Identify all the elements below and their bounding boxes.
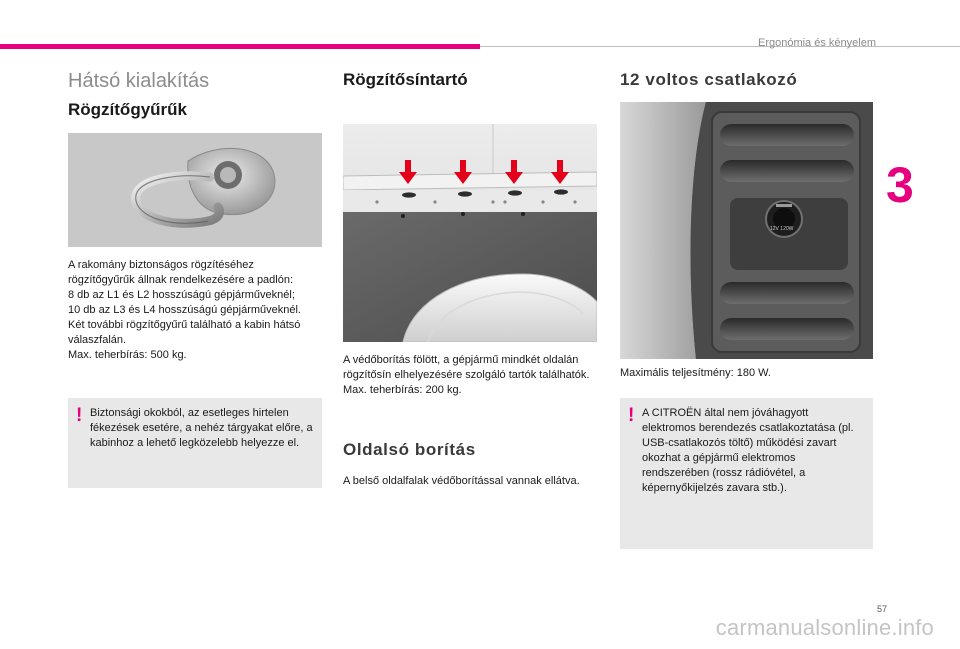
tie-down-ring-image bbox=[68, 133, 322, 247]
chapter-number: 3 bbox=[886, 157, 914, 213]
tie-down-ring-illustration bbox=[68, 133, 322, 247]
heading-12v-socket: 12 voltos csatlakozó bbox=[620, 70, 798, 89]
header-accent-bar bbox=[0, 44, 480, 49]
header-rule bbox=[480, 46, 960, 47]
page-number: 57 bbox=[876, 604, 887, 614]
rail-holder-illustration bbox=[343, 124, 597, 342]
warning-text: A CITROËN által nem jóváhagyott elektrom… bbox=[642, 407, 854, 494]
12v-socket-image: 12V 120W bbox=[620, 102, 873, 359]
heading-side-lining: Oldalsó borítás bbox=[343, 440, 476, 459]
paragraph: 10 db az L3 és L4 hosszúságú gépjárművek… bbox=[68, 304, 301, 316]
section-title: Hátsó kialakítás bbox=[68, 70, 210, 92]
paragraph: Max. teherbírás: 500 kg. bbox=[68, 349, 187, 361]
paragraph: Max. teherbírás: 200 kg. bbox=[343, 384, 462, 396]
12v-socket-description: Maximális teljesítmény: 180 W. bbox=[620, 366, 873, 381]
warning-icon: ! bbox=[628, 405, 635, 426]
rail-holder-description: A védőborítás fölött, a gépjármű mindkét… bbox=[343, 353, 597, 398]
header-title: Ergonómia és kényelem bbox=[757, 37, 876, 49]
watermark: carmanualsonline.info bbox=[715, 615, 934, 640]
paragraph: A rakomány biztonságos rögzítéséhez rögz… bbox=[68, 259, 294, 286]
paragraph: A belső oldalfalak védőborítással vannak… bbox=[343, 475, 580, 487]
warning-box: ! A CITROËN által nem jóváhagyott elektr… bbox=[620, 398, 873, 549]
side-lining-description: A belső oldalfalak védőborítással vannak… bbox=[343, 474, 597, 489]
rail-holder-image bbox=[343, 124, 597, 342]
warning-box: ! Biztonsági okokból, az esetleges hirte… bbox=[68, 398, 322, 488]
socket-label: 12V 120W bbox=[770, 226, 794, 232]
paragraph: Maximális teljesítmény: 180 W. bbox=[620, 367, 771, 379]
arrow-markers bbox=[399, 160, 569, 184]
paragraph: A védőborítás fölött, a gépjármű mindkét… bbox=[343, 354, 590, 381]
warning-icon: ! bbox=[76, 405, 83, 426]
tie-down-rings-description: A rakomány biztonságos rögzítéséhez rögz… bbox=[68, 258, 322, 363]
heading-rail-holder: Rögzítősíntartó bbox=[343, 70, 468, 89]
paragraph: Két további rögzítőgyűrű található a kab… bbox=[68, 319, 301, 346]
heading-tie-down-rings: Rögzítőgyűrűk bbox=[68, 100, 187, 119]
warning-text: Biztonsági okokból, az esetleges hirtele… bbox=[90, 407, 313, 449]
12v-socket-illustration bbox=[620, 102, 873, 359]
paragraph: 8 db az L1 és L2 hosszúságú gépjárművekn… bbox=[68, 289, 295, 301]
